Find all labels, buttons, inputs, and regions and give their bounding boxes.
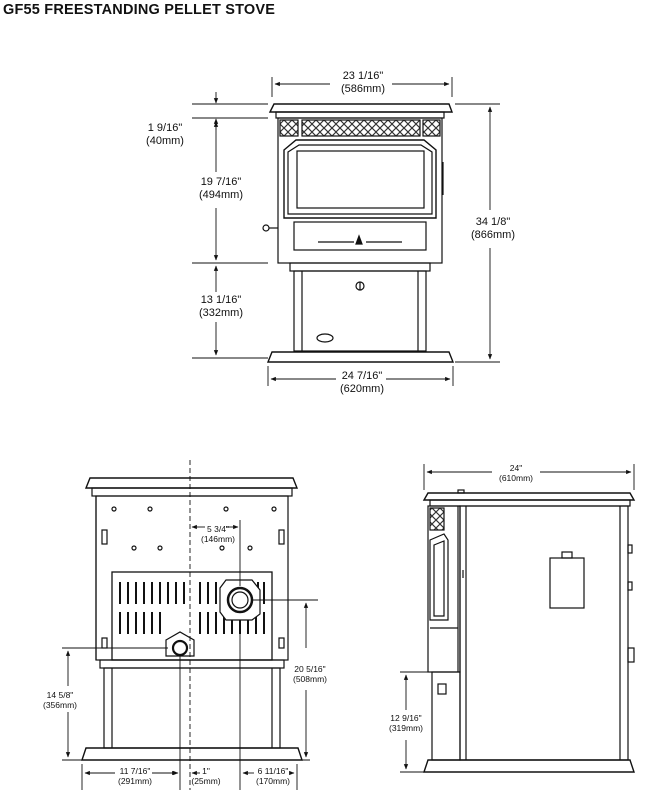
dim-rear-intake-height: 14 5/8"(356mm) <box>42 690 77 710</box>
dim-side-intake-height: 12 9/16"(319mm) <box>388 713 423 733</box>
side-view <box>422 489 636 773</box>
rear-view <box>81 477 303 761</box>
dim-side-depth: 24"(610mm) <box>498 463 533 483</box>
front-dimensions <box>192 77 500 386</box>
front-view <box>262 103 455 363</box>
dim-pedestal-height: 13 1/16"(332mm) <box>198 294 243 319</box>
dim-top-thickness: 1 9/16"(40mm) <box>146 122 184 147</box>
dim-total-height: 34 1/8"(866mm) <box>470 216 515 241</box>
side-dimensions <box>400 464 635 773</box>
dim-flue-height: 20 5/16"(508mm) <box>292 664 327 684</box>
rear-dimensions <box>62 460 318 790</box>
dim-left-to-center: 11 7/16"(291mm) <box>117 766 152 786</box>
dim-top-width: 23 1/16"(586mm) <box>340 70 385 95</box>
dim-right-offset: 6 11/16"(170mm) <box>255 766 290 786</box>
dim-base-width: 24 7/16"(620mm) <box>339 370 384 395</box>
dim-center-gap: 1"(25mm) <box>191 766 221 786</box>
page-title: GF55 FREESTANDING PELLET STOVE <box>3 2 276 18</box>
dim-vent-offset: 5 3/4"(146mm) <box>200 524 235 544</box>
dim-body-height: 19 7/16"(494mm) <box>198 176 243 201</box>
